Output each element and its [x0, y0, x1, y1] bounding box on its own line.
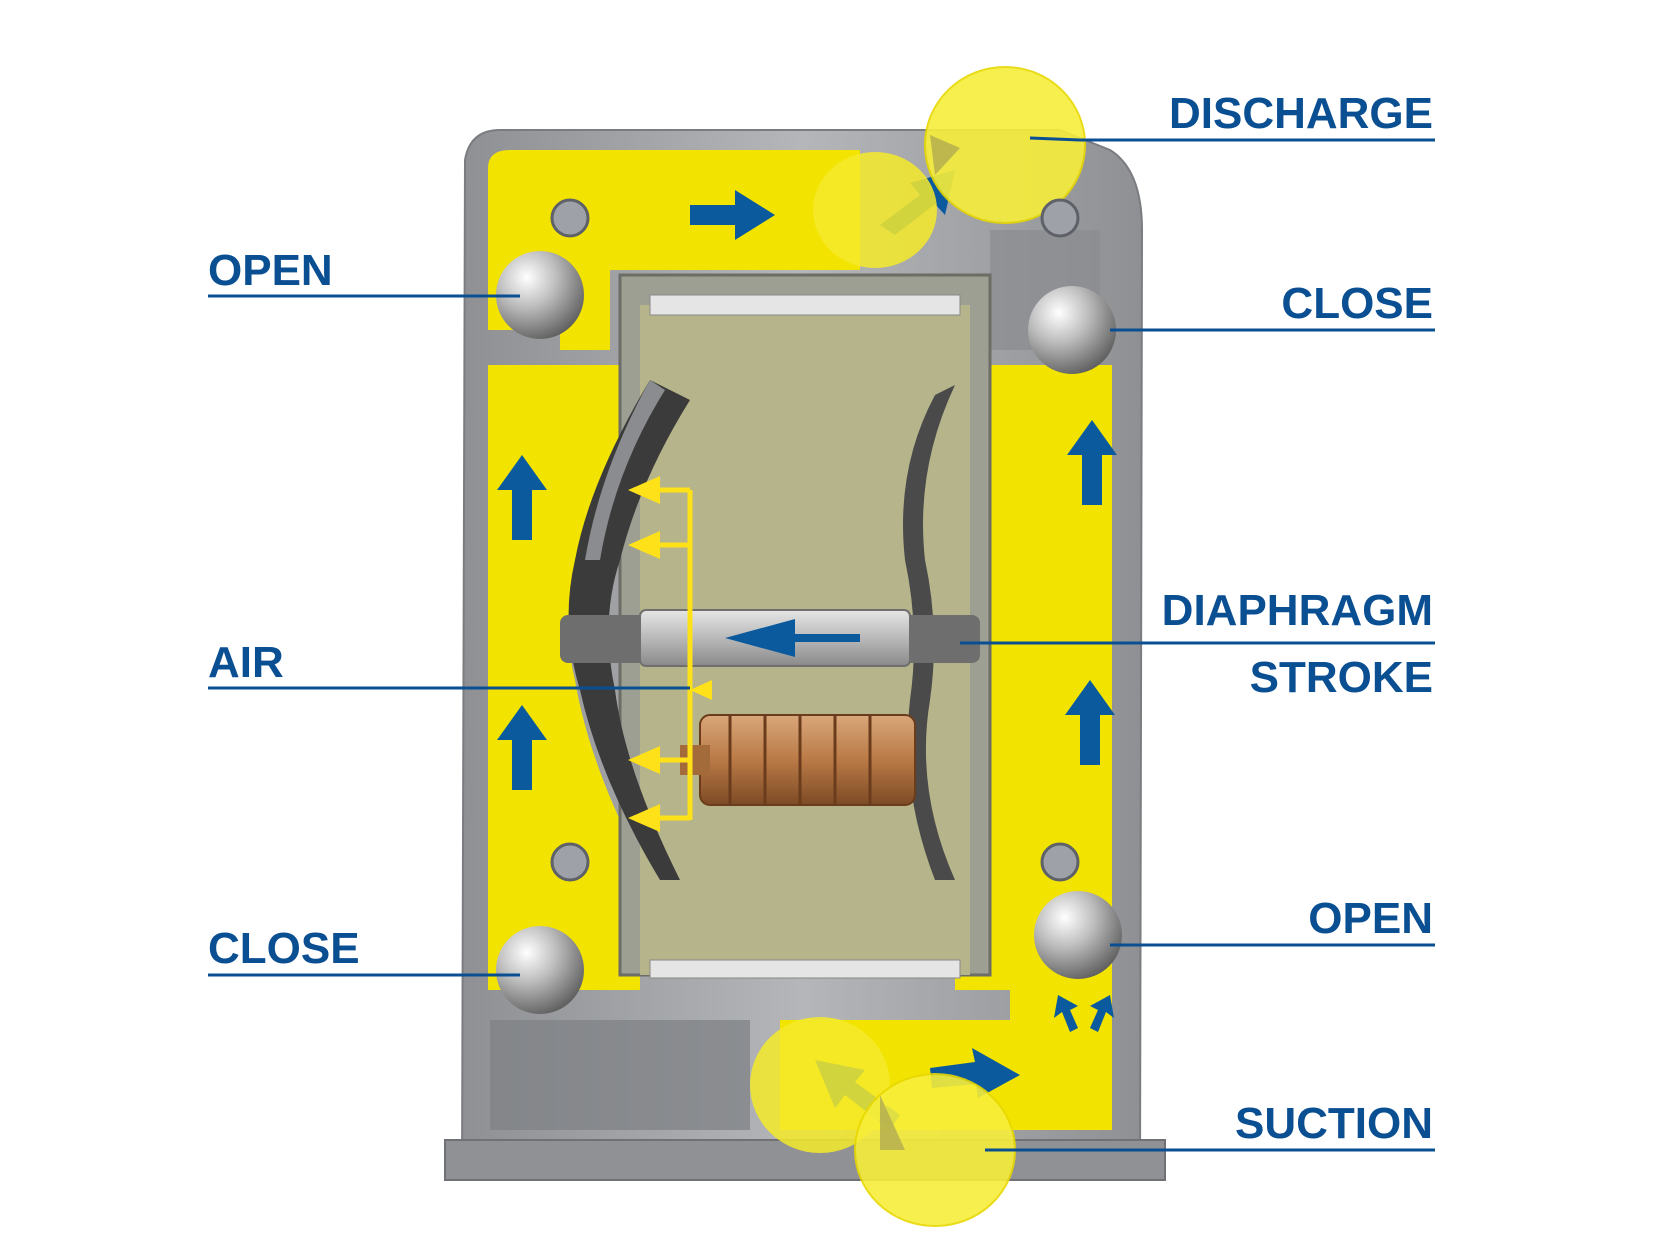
discharge-port	[813, 66, 1086, 268]
label-air: AIR	[208, 638, 284, 687]
ball-bottom-left	[496, 926, 584, 1014]
left-diaphragm	[568, 380, 690, 880]
suction-port	[750, 1017, 1016, 1227]
check-valve-balls	[496, 251, 1122, 1014]
label-close-bottom: CLOSE	[208, 924, 360, 973]
label-suction: SUCTION	[1235, 1099, 1433, 1148]
air-flow-arrows	[628, 476, 712, 832]
label-discharge: DISCHARGE	[1169, 89, 1433, 138]
label-close-top: CLOSE	[1281, 279, 1433, 328]
label-stroke: STROKE	[1250, 653, 1433, 702]
ball-top-right	[1028, 286, 1116, 374]
ball-bottom-right	[1034, 891, 1122, 979]
labels: DISCHARGE OPEN CLOSE DIAPHRAGM STROKE AI…	[208, 89, 1433, 1148]
label-open-bottom: OPEN	[1308, 894, 1433, 943]
leader-lines	[208, 136, 1435, 1152]
bolt-icons	[550, 198, 1080, 882]
label-diaphragm: DIAPHRAGM	[1162, 586, 1433, 635]
ball-top-left	[496, 251, 584, 339]
label-open-top: OPEN	[208, 246, 333, 295]
